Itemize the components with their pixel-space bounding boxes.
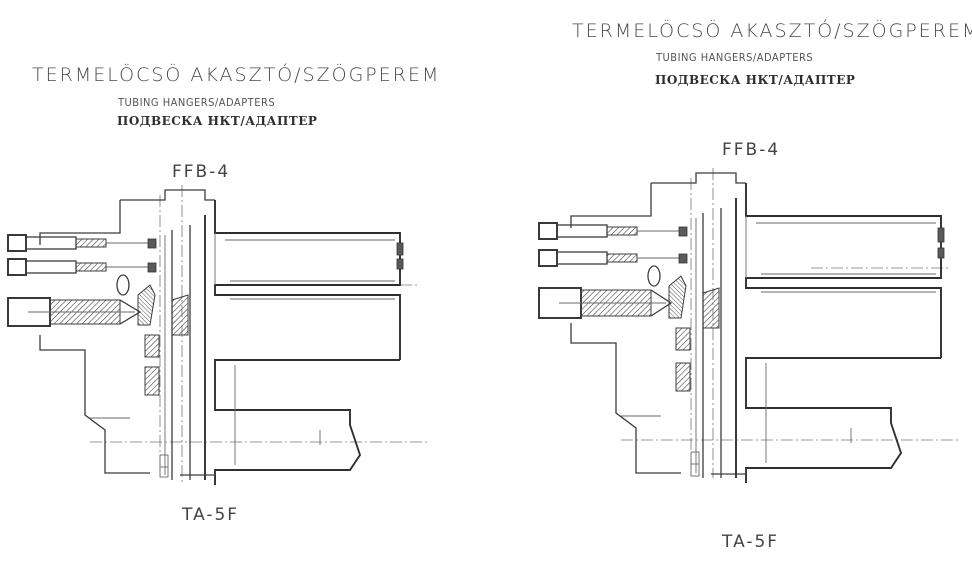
- tubing-hanger-cross-section: [7, 185, 430, 485]
- lower-flange-label: TA-5F: [182, 505, 240, 525]
- title-russian: ПОДВЕСКА НКТ/АДАПТЕР: [655, 73, 856, 87]
- title-english: TUBING HANGERS/ADAPTERS: [118, 96, 276, 109]
- title-english: TUBING HANGERS/ADAPTERS: [656, 51, 814, 64]
- tubing-hanger-cross-section: [538, 168, 961, 483]
- lower-flange-label: TA-5F: [722, 532, 780, 552]
- title-hungarian: TERMELÖCSÖ AKASZTÓ/SZÖGPEREM: [32, 64, 441, 86]
- title-russian: ПОДВЕСКА НКТ/АДАПТЕР: [117, 114, 318, 128]
- title-hungarian: TERMELÖCSÖ AKASZTÓ/SZÖGPEREM: [572, 20, 972, 42]
- upper-flange-label: FFB-4: [172, 162, 231, 182]
- left-drawing-panel: TERMELÖCSÖ AKASZTÓ/SZÖGPEREM TUBING HANG…: [0, 0, 480, 563]
- upper-flange-label: FFB-4: [722, 140, 781, 160]
- right-drawing-panel: TERMELÖCSÖ AKASZTÓ/SZÖGPEREM TUBING HANG…: [490, 0, 972, 563]
